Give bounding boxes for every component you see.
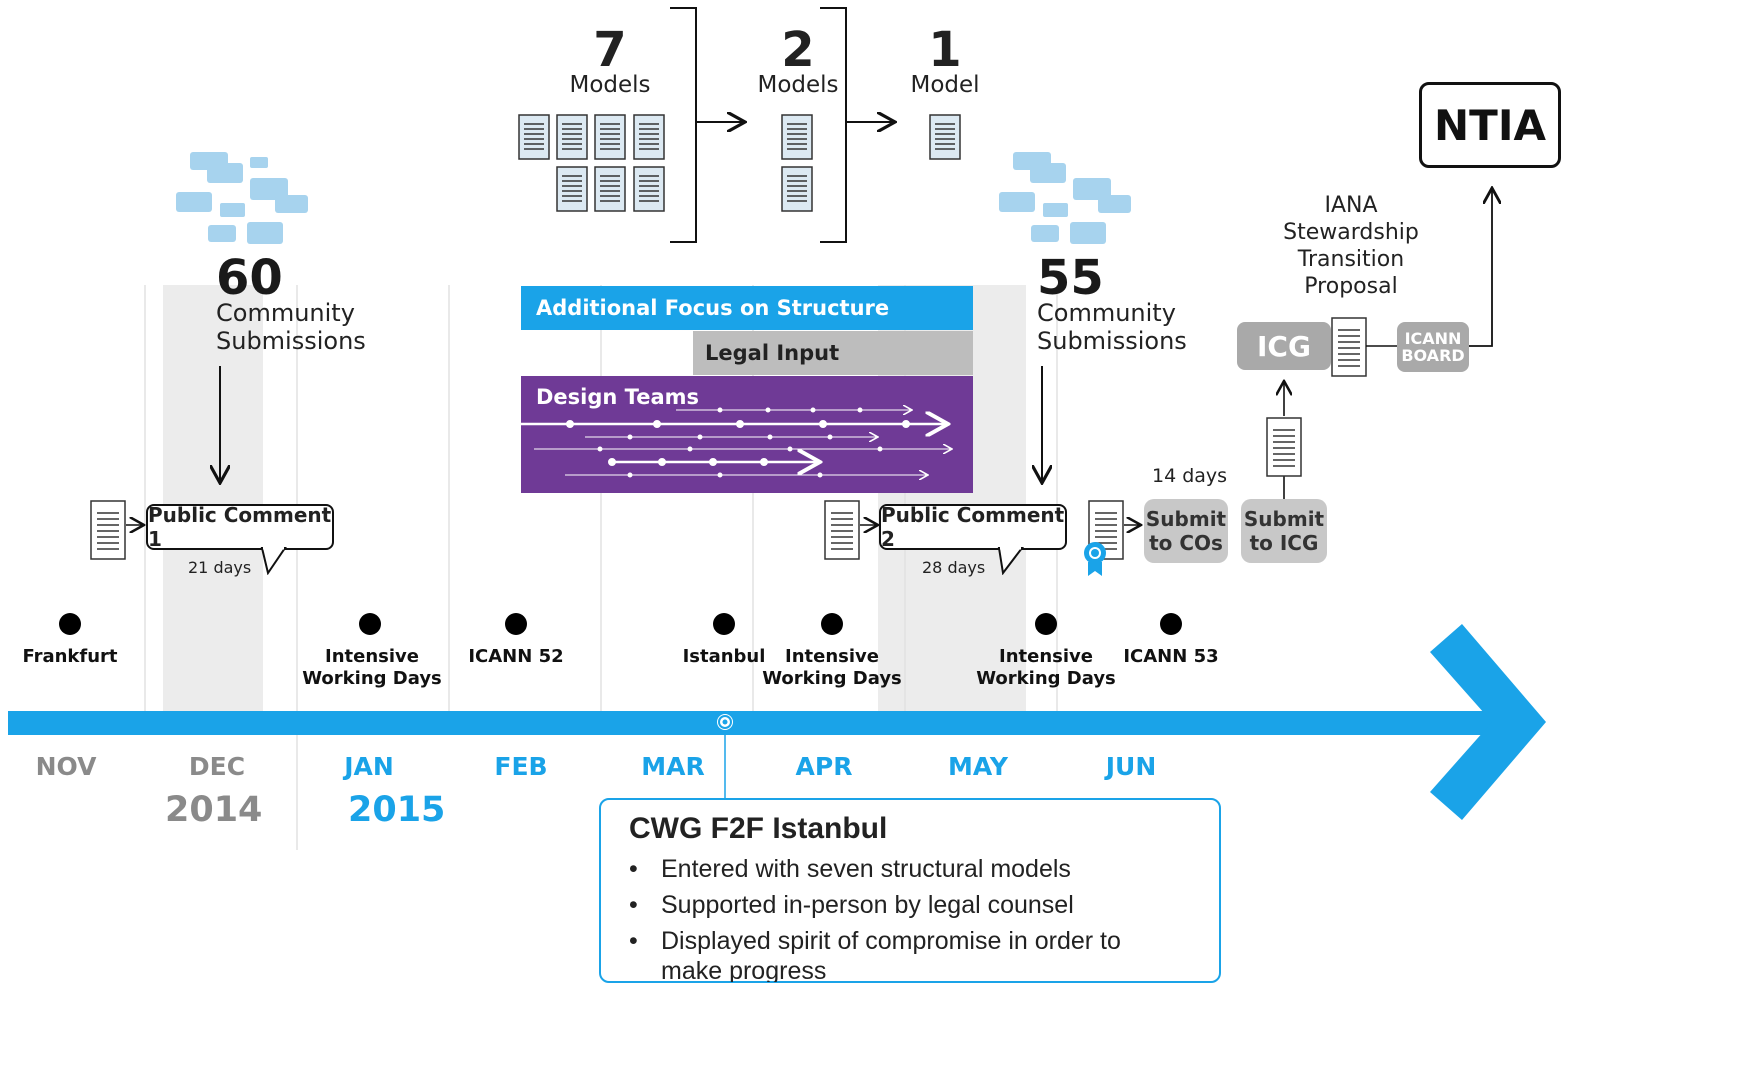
submit-to-cos: Submit to COs xyxy=(1144,499,1228,563)
month-nov: NOV xyxy=(35,752,97,781)
icg-label: ICG xyxy=(1257,329,1311,363)
event-icann52: ICANN 52 xyxy=(436,646,596,668)
event-dot-frankfurt xyxy=(59,613,81,635)
event-dot-icann53 xyxy=(1160,613,1182,635)
year-2015: 2015 xyxy=(348,790,446,830)
month-dec: DEC xyxy=(188,752,246,781)
event-istanbul-line1: Istanbul xyxy=(682,646,766,667)
public-comment-2: Public Comment 2 xyxy=(879,503,1067,551)
proposal-line-4: Proposal xyxy=(1304,274,1398,299)
submit-to-cos-line2: to COs xyxy=(1149,531,1223,555)
submissions-count-55: 55 xyxy=(1037,250,1104,306)
submit-to-icg: Submit to ICG xyxy=(1241,499,1327,563)
models-count-2: 2 xyxy=(781,22,815,78)
highlight-dec xyxy=(163,285,263,715)
cos-duration: 14 days xyxy=(1152,465,1228,487)
public-comment-2-duration: 28 days xyxy=(922,558,986,577)
callout-tail-1 xyxy=(260,547,287,575)
design-teams-bar: Design Teams xyxy=(521,376,973,493)
submit-to-icg-line2: to ICG xyxy=(1249,531,1319,555)
callout-tail-2 xyxy=(997,547,1025,575)
event-iwd-1-line2: Working Days xyxy=(302,668,442,689)
event-frankfurt: Frankfurt xyxy=(0,646,150,668)
icg-box: ICG xyxy=(1237,322,1331,370)
legal-input-bar: Legal Input xyxy=(693,331,973,375)
info-bullet-3: •Displayed spirit of compromise in order… xyxy=(629,926,1169,982)
public-comment-1-duration: 21 days xyxy=(188,558,252,577)
proposal-line-2: Stewardship xyxy=(1283,220,1419,245)
submissions-count-60: 60 xyxy=(216,250,283,306)
event-iwd-3: Intensive Working Days xyxy=(966,646,1126,690)
submissions-label-1b: Submissions xyxy=(216,327,366,355)
month-jun: JUN xyxy=(1105,752,1157,781)
event-iwd-2-line1: Intensive xyxy=(785,646,879,667)
design-teams-label: Design Teams xyxy=(536,385,699,409)
month-may: MAY xyxy=(948,752,1008,781)
istanbul-info-box: CWG F2F Istanbul •Entered with seven str… xyxy=(599,798,1221,983)
event-iwd-2-line2: Working Days xyxy=(762,668,902,689)
submit-to-icg-line1: Submit xyxy=(1243,507,1325,531)
event-iwd-1-line1: Intensive xyxy=(325,646,419,667)
icann-board-line1: ICANN xyxy=(1404,329,1462,348)
info-bullet-2: •Supported in-person by legal counsel xyxy=(629,891,1074,919)
event-dot-iwd-2 xyxy=(821,613,843,635)
submit-to-cos-line1: Submit xyxy=(1145,507,1227,531)
month-feb: FEB xyxy=(494,752,548,781)
ntia-box: NTIA xyxy=(1419,82,1561,168)
info-bullet-1: •Entered with seven structural models xyxy=(629,855,1071,883)
icann-board-box: ICANN BOARD xyxy=(1397,322,1469,372)
models-label-2: Models xyxy=(757,72,839,98)
event-frankfurt-line1: Frankfurt xyxy=(22,646,118,667)
month-jan: JAN xyxy=(344,752,394,781)
event-dot-istanbul xyxy=(713,613,735,635)
submissions-label-2b: Submissions xyxy=(1037,327,1187,355)
info-bullet-3-text: Displayed spirit of compromise in order … xyxy=(661,927,1121,982)
submissions-label-2a: Community xyxy=(1037,299,1176,327)
models-count-1: 1 xyxy=(928,22,962,78)
proposal-label: IANA Stewardship Transition Proposal xyxy=(1270,192,1432,300)
icann-board-line2: BOARD xyxy=(1401,346,1465,365)
structure-bar-label: Additional Focus on Structure xyxy=(536,296,890,320)
event-iwd-3-line2: Working Days xyxy=(976,668,1116,689)
event-dot-iwd-1 xyxy=(359,613,381,635)
submissions-label-1a: Community xyxy=(216,299,355,327)
event-iwd-2: Intensive Working Days xyxy=(752,646,912,690)
event-icann52-line1: ICANN 52 xyxy=(468,646,564,667)
month-apr: APR xyxy=(795,752,853,781)
event-icann53-line1: ICANN 53 xyxy=(1123,646,1219,667)
public-comment-1-label: Public Comment 1 xyxy=(148,503,332,551)
proposal-line-1: IANA xyxy=(1324,193,1378,218)
proposal-line-3: Transition xyxy=(1297,247,1405,272)
models-count-7: 7 xyxy=(593,22,627,78)
structure-bar: Additional Focus on Structure xyxy=(521,286,973,330)
event-icann53: ICANN 53 xyxy=(1091,646,1251,668)
event-iwd-1: Intensive Working Days xyxy=(292,646,452,690)
event-dot-icann52 xyxy=(505,613,527,635)
event-dot-iwd-3 xyxy=(1035,613,1057,635)
info-title: CWG F2F Istanbul xyxy=(629,812,888,845)
ntia-label: NTIA xyxy=(1434,100,1546,150)
info-bullet-1-text: Entered with seven structural models xyxy=(661,855,1071,883)
event-iwd-3-line1: Intensive xyxy=(999,646,1093,667)
models-label-1: Model xyxy=(910,72,980,98)
public-comment-1: Public Comment 1 xyxy=(146,503,334,551)
info-bullet-2-text: Supported in-person by legal counsel xyxy=(661,891,1074,919)
legal-input-label: Legal Input xyxy=(705,341,840,365)
year-2014: 2014 xyxy=(165,790,263,830)
models-label-7: Models xyxy=(569,72,651,98)
public-comment-2-label: Public Comment 2 xyxy=(881,503,1065,551)
month-mar: MAR xyxy=(641,752,705,781)
event-istanbul: Istanbul xyxy=(644,646,804,668)
